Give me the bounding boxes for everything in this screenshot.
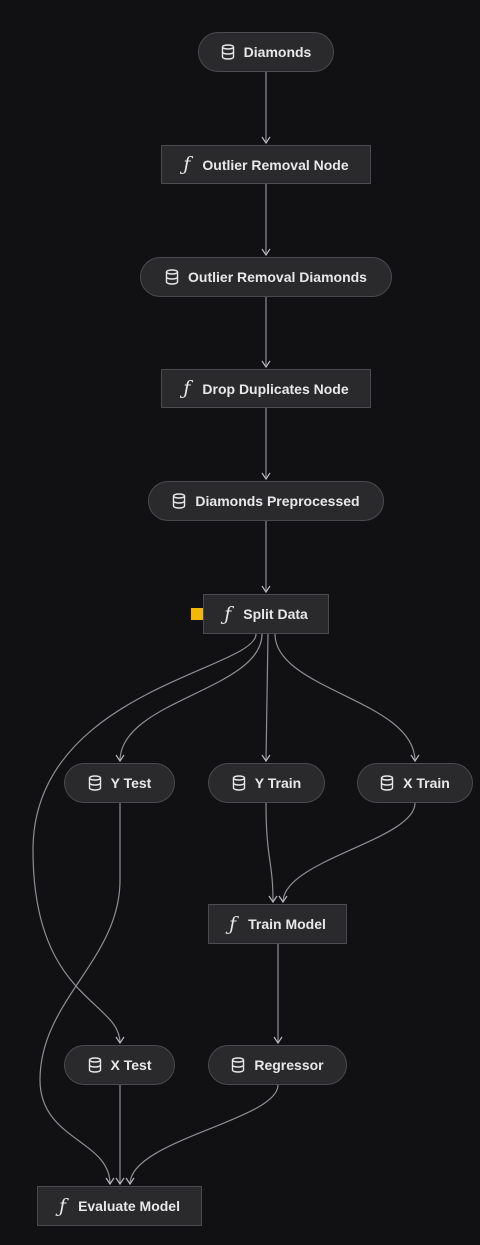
arrowhead [261,585,271,594]
node-label: X Test [110,1057,152,1073]
function-icon: ƒ [183,377,191,399]
selected-node-indicator [191,608,203,620]
node-label: Split Data [243,606,308,622]
node-y-test[interactable]: Y Test [64,763,175,803]
node-outlier-removal-node[interactable]: ƒ Outlier Removal Node [161,145,371,184]
node-outlier-removal-diamonds[interactable]: Outlier Removal Diamonds [140,257,392,297]
node-label: Diamonds [243,44,312,60]
database-icon [88,1057,102,1073]
function-icon: ƒ [224,602,232,625]
node-diamonds[interactable]: Diamonds [198,32,334,72]
edge-y-train-to-train-model [265,802,274,903]
database-icon [172,493,186,509]
arrowhead [261,472,271,481]
arrowhead [115,754,125,763]
arrowhead [268,895,278,904]
node-x-train[interactable]: X Train [357,763,473,803]
node-diamonds-preprocessed[interactable]: Diamonds Preprocessed [148,481,384,521]
node-evaluate-model[interactable]: ƒ Evaluate Model [37,1186,202,1226]
node-train-model[interactable]: ƒ Train Model [208,904,347,944]
node-label: Outlier Removal Node [202,156,349,173]
node-y-train[interactable]: Y Train [208,763,325,803]
arrowhead [261,136,271,145]
node-label: Regressor [254,1057,324,1073]
edge-split-data-to-y-train [265,633,269,762]
edge-split-data-to-y-test [119,633,263,762]
function-icon: ƒ [59,1194,67,1217]
node-x-test[interactable]: X Test [64,1045,175,1085]
node-label: X Train [403,775,450,791]
function-icon: ƒ [229,912,237,935]
node-drop-duplicates-node[interactable]: ƒ Drop Duplicates Node [161,369,371,408]
edge-x-train-to-train-model [282,802,416,903]
edge-split-data-to-x-test [32,633,257,1044]
node-label: Outlier Removal Diamonds [188,269,367,285]
database-icon [165,269,179,285]
database-icon [232,775,246,791]
arrowhead [125,1177,135,1186]
arrowhead [115,1177,125,1186]
node-regressor[interactable]: Regressor [208,1045,347,1085]
node-split-data[interactable]: ƒ Split Data [203,594,329,634]
node-label: Drop Duplicates Node [202,380,349,397]
node-label: Diamonds Preprocessed [195,493,360,509]
arrowhead [261,248,271,257]
edge-y-test-to-evaluate-model [39,803,121,1185]
node-label: Y Test [110,775,152,791]
arrowhead [261,360,271,369]
edge-regressor-to-evaluate-model [129,1084,279,1185]
arrowhead [115,1036,125,1045]
arrowhead [278,895,288,904]
arrowhead [261,754,271,763]
node-label: Evaluate Model [78,1198,180,1214]
database-icon [380,775,394,791]
arrowhead [273,1036,283,1045]
function-icon: ƒ [183,153,191,175]
arrowhead [410,754,420,763]
database-icon [231,1057,245,1073]
node-label: Y Train [254,775,302,791]
edge-split-data-to-x-train [274,633,416,762]
database-icon [88,775,102,791]
arrowhead [105,1177,115,1186]
node-label: Train Model [248,916,326,932]
database-icon [221,44,235,60]
